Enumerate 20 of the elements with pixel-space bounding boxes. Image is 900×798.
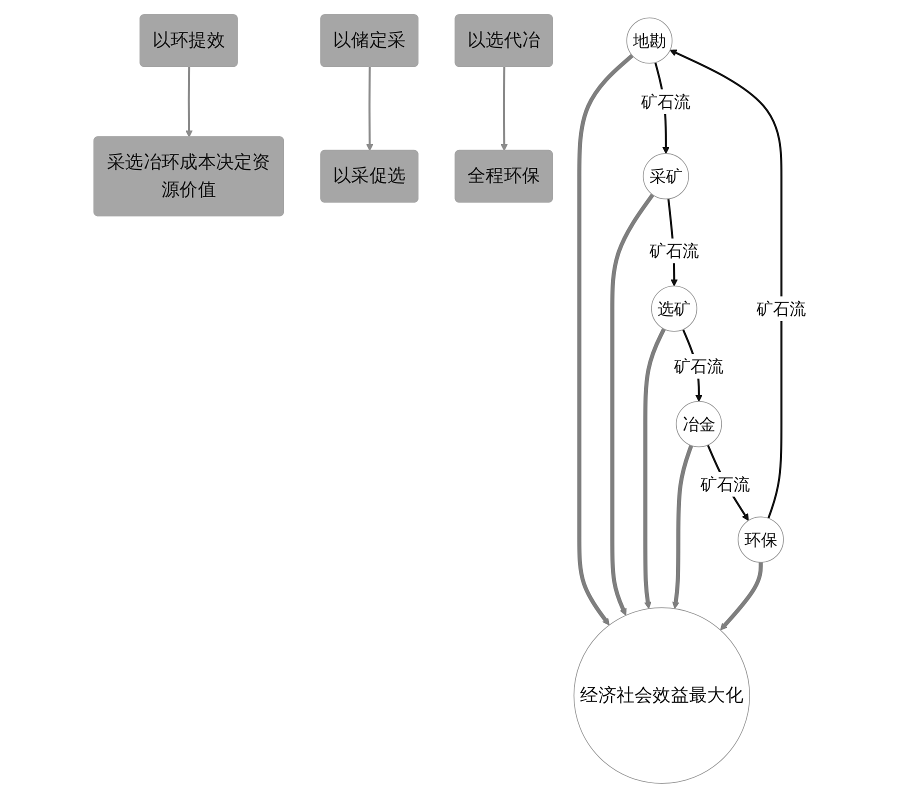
edge-label: 矿石流 [649,241,699,261]
edge-label: 矿石流 [641,92,691,112]
arrow [577,54,634,626]
node-circle: 环保 [738,516,784,563]
arrow [670,50,782,519]
edge-label: 矿石流 [756,298,806,319]
edge-label: 矿石流 [674,356,724,376]
arrow [643,328,666,609]
node-circle: 地勘 [626,17,673,64]
arrow [672,444,694,609]
arrow [366,66,374,152]
edge-label: 矿石流 [700,474,750,494]
arrow [720,562,763,630]
node-circle: 经济社会效益最大化 [574,607,750,784]
arrow [185,66,193,138]
node-circle: 选矿 [651,286,698,332]
arrow [500,66,508,152]
arrow [610,194,654,616]
node-circle: 冶金 [676,401,722,448]
node-circle: 采矿 [642,153,690,200]
